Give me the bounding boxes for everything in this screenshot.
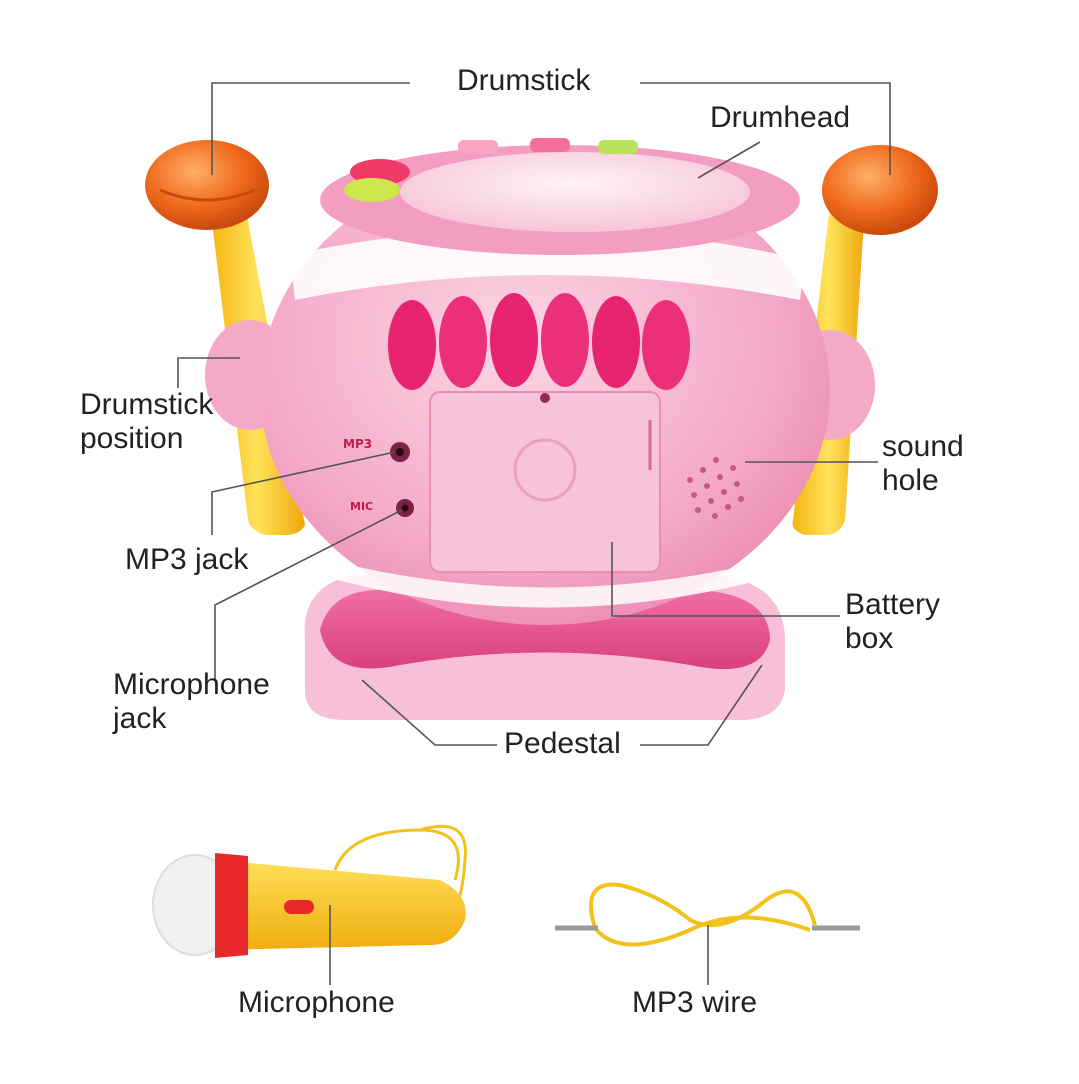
label-sound-hole-line2: hole	[882, 464, 939, 497]
label-microphone-jack: Microphone jack	[113, 668, 270, 736]
label-microphone-jack-line2: jack	[113, 702, 167, 735]
bead-rings	[388, 293, 690, 390]
label-drumstick-position: Drumstick position	[80, 388, 213, 456]
label-microphone: Microphone	[238, 986, 395, 1019]
pedestal-shape	[304, 575, 785, 720]
label-drumstick: Drumstick	[457, 64, 591, 97]
label-microphone-jack-line1: Microphone	[113, 668, 270, 701]
mp3-wire-device	[555, 882, 860, 947]
label-mp3-jack: MP3 jack	[125, 543, 249, 576]
label-pedestal: Pedestal	[504, 727, 621, 760]
label-drumhead: Drumhead	[710, 101, 851, 134]
label-drumstick-position-line1: Drumstick	[80, 388, 214, 421]
drum-body: MP3 MIC	[205, 138, 875, 625]
label-sound-hole: sound hole	[882, 430, 964, 498]
mic-mark: MIC	[350, 500, 373, 513]
label-battery-box-line1: Battery	[845, 588, 941, 621]
microphone-device	[152, 824, 467, 958]
label-mp3-wire: MP3 wire	[632, 986, 758, 1019]
label-battery-box: Battery box	[845, 588, 940, 656]
label-battery-box-line2: box	[845, 622, 894, 655]
label-sound-hole-line1: sound	[882, 430, 964, 463]
sound-holes	[687, 457, 744, 519]
label-drumstick-position-line2: position	[80, 422, 184, 455]
leader-lines	[177, 82, 891, 985]
mp3-mark: MP3	[343, 437, 372, 451]
